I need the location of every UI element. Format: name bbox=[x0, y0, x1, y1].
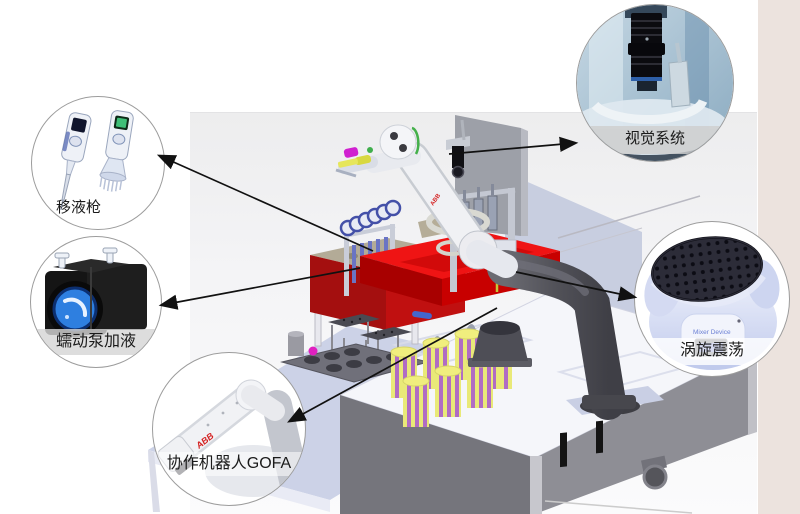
pipette-illustration bbox=[60, 110, 134, 210]
callout-vision: 视觉系统 bbox=[576, 4, 734, 162]
end-effector bbox=[335, 147, 378, 178]
gofa-illustration: ABB bbox=[157, 379, 305, 500]
callout-pipette: 移液枪 bbox=[31, 96, 165, 230]
vortex-brand-text: Mixer Device bbox=[693, 329, 731, 336]
pump-illustration bbox=[45, 247, 147, 337]
callout-pump: 蠕动泵加液 bbox=[30, 236, 162, 368]
callout-gofa-label: 协作机器人GOFA bbox=[153, 452, 305, 476]
callout-pipette-label: 移液枪 bbox=[56, 199, 102, 216]
callout-vortex: Mixer Device 涡旋震荡 bbox=[634, 221, 790, 377]
callout-gofa: ABB 协作机器人GOFA bbox=[152, 352, 306, 506]
callout-pump-label: 蠕动泵加液 bbox=[31, 329, 161, 355]
robot-upper-arm: ABB bbox=[365, 124, 518, 278]
callout-vision-label: 视觉系统 bbox=[577, 126, 733, 154]
callout-vortex-label: 涡旋震荡 bbox=[635, 338, 789, 365]
